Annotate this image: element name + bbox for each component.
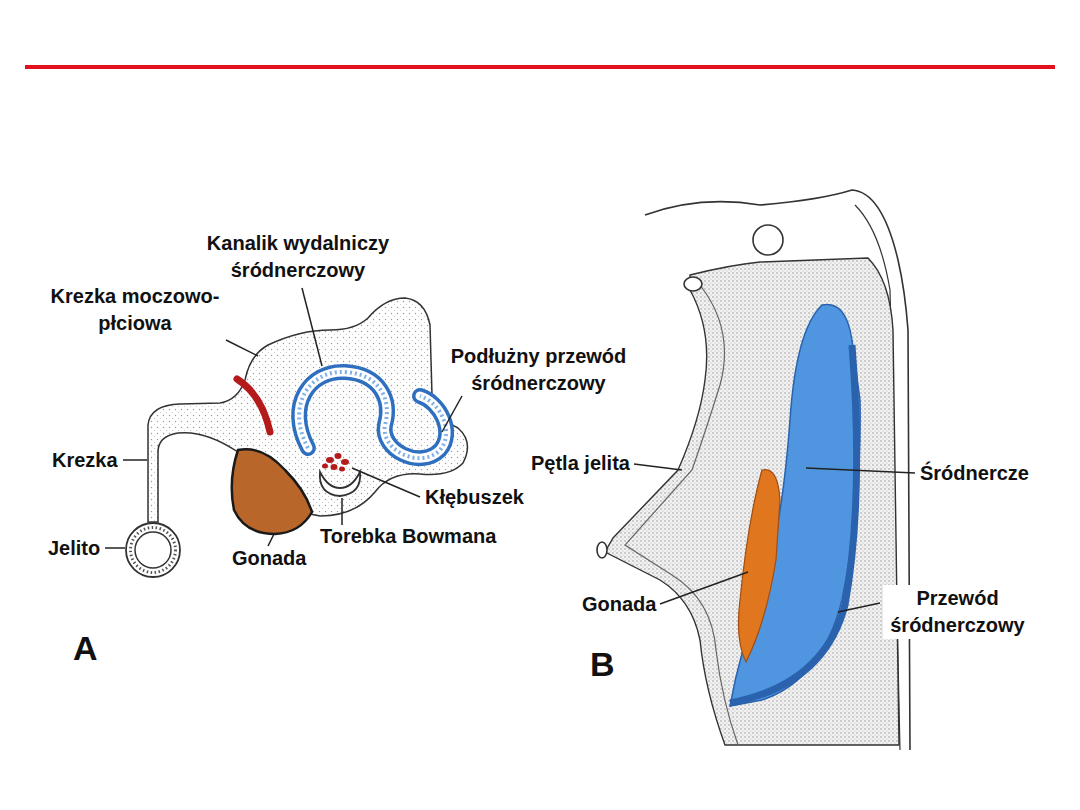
part-label: Podłużny przewód śródnerczowy — [436, 343, 641, 397]
mesonephros-shape — [730, 304, 860, 706]
gonad-shape — [232, 449, 312, 534]
part-label: Przewód śródnerczowy — [883, 585, 1032, 639]
part-label: Pętla jelita — [531, 450, 630, 477]
gut-opening — [597, 542, 607, 558]
gut-wall — [625, 285, 738, 745]
part-label: Kanalik wydalniczy śródnerczowy — [193, 230, 403, 284]
body-region — [605, 258, 899, 745]
part-label: Krezka moczowo- płciowa — [35, 283, 235, 337]
part-label: Jelito — [48, 535, 100, 562]
glomerulus — [322, 453, 349, 472]
urogenital-ridge — [148, 298, 467, 522]
part-label: Kłębuszek — [425, 484, 524, 511]
tubule — [299, 372, 446, 458]
mesonephric-duct — [730, 345, 857, 703]
part-label: Gonada — [232, 545, 306, 572]
part-label: Gonada — [582, 591, 656, 618]
leader-lines — [634, 464, 915, 612]
gonad-shape — [738, 470, 780, 662]
part-label: Krezka — [52, 447, 118, 474]
panel-letter: A — [73, 628, 98, 668]
part-label: Torebka Bowmana — [320, 523, 496, 550]
bowman-capsule — [320, 472, 360, 496]
vessel-section — [753, 225, 783, 255]
gut-section — [126, 523, 180, 577]
header-rule — [25, 65, 1055, 69]
embryo-view — [597, 190, 915, 750]
gut-opening — [684, 277, 702, 291]
part-label: Śródnercze — [918, 460, 1031, 487]
red-duct — [237, 379, 270, 432]
panel-letter: B — [590, 644, 615, 684]
